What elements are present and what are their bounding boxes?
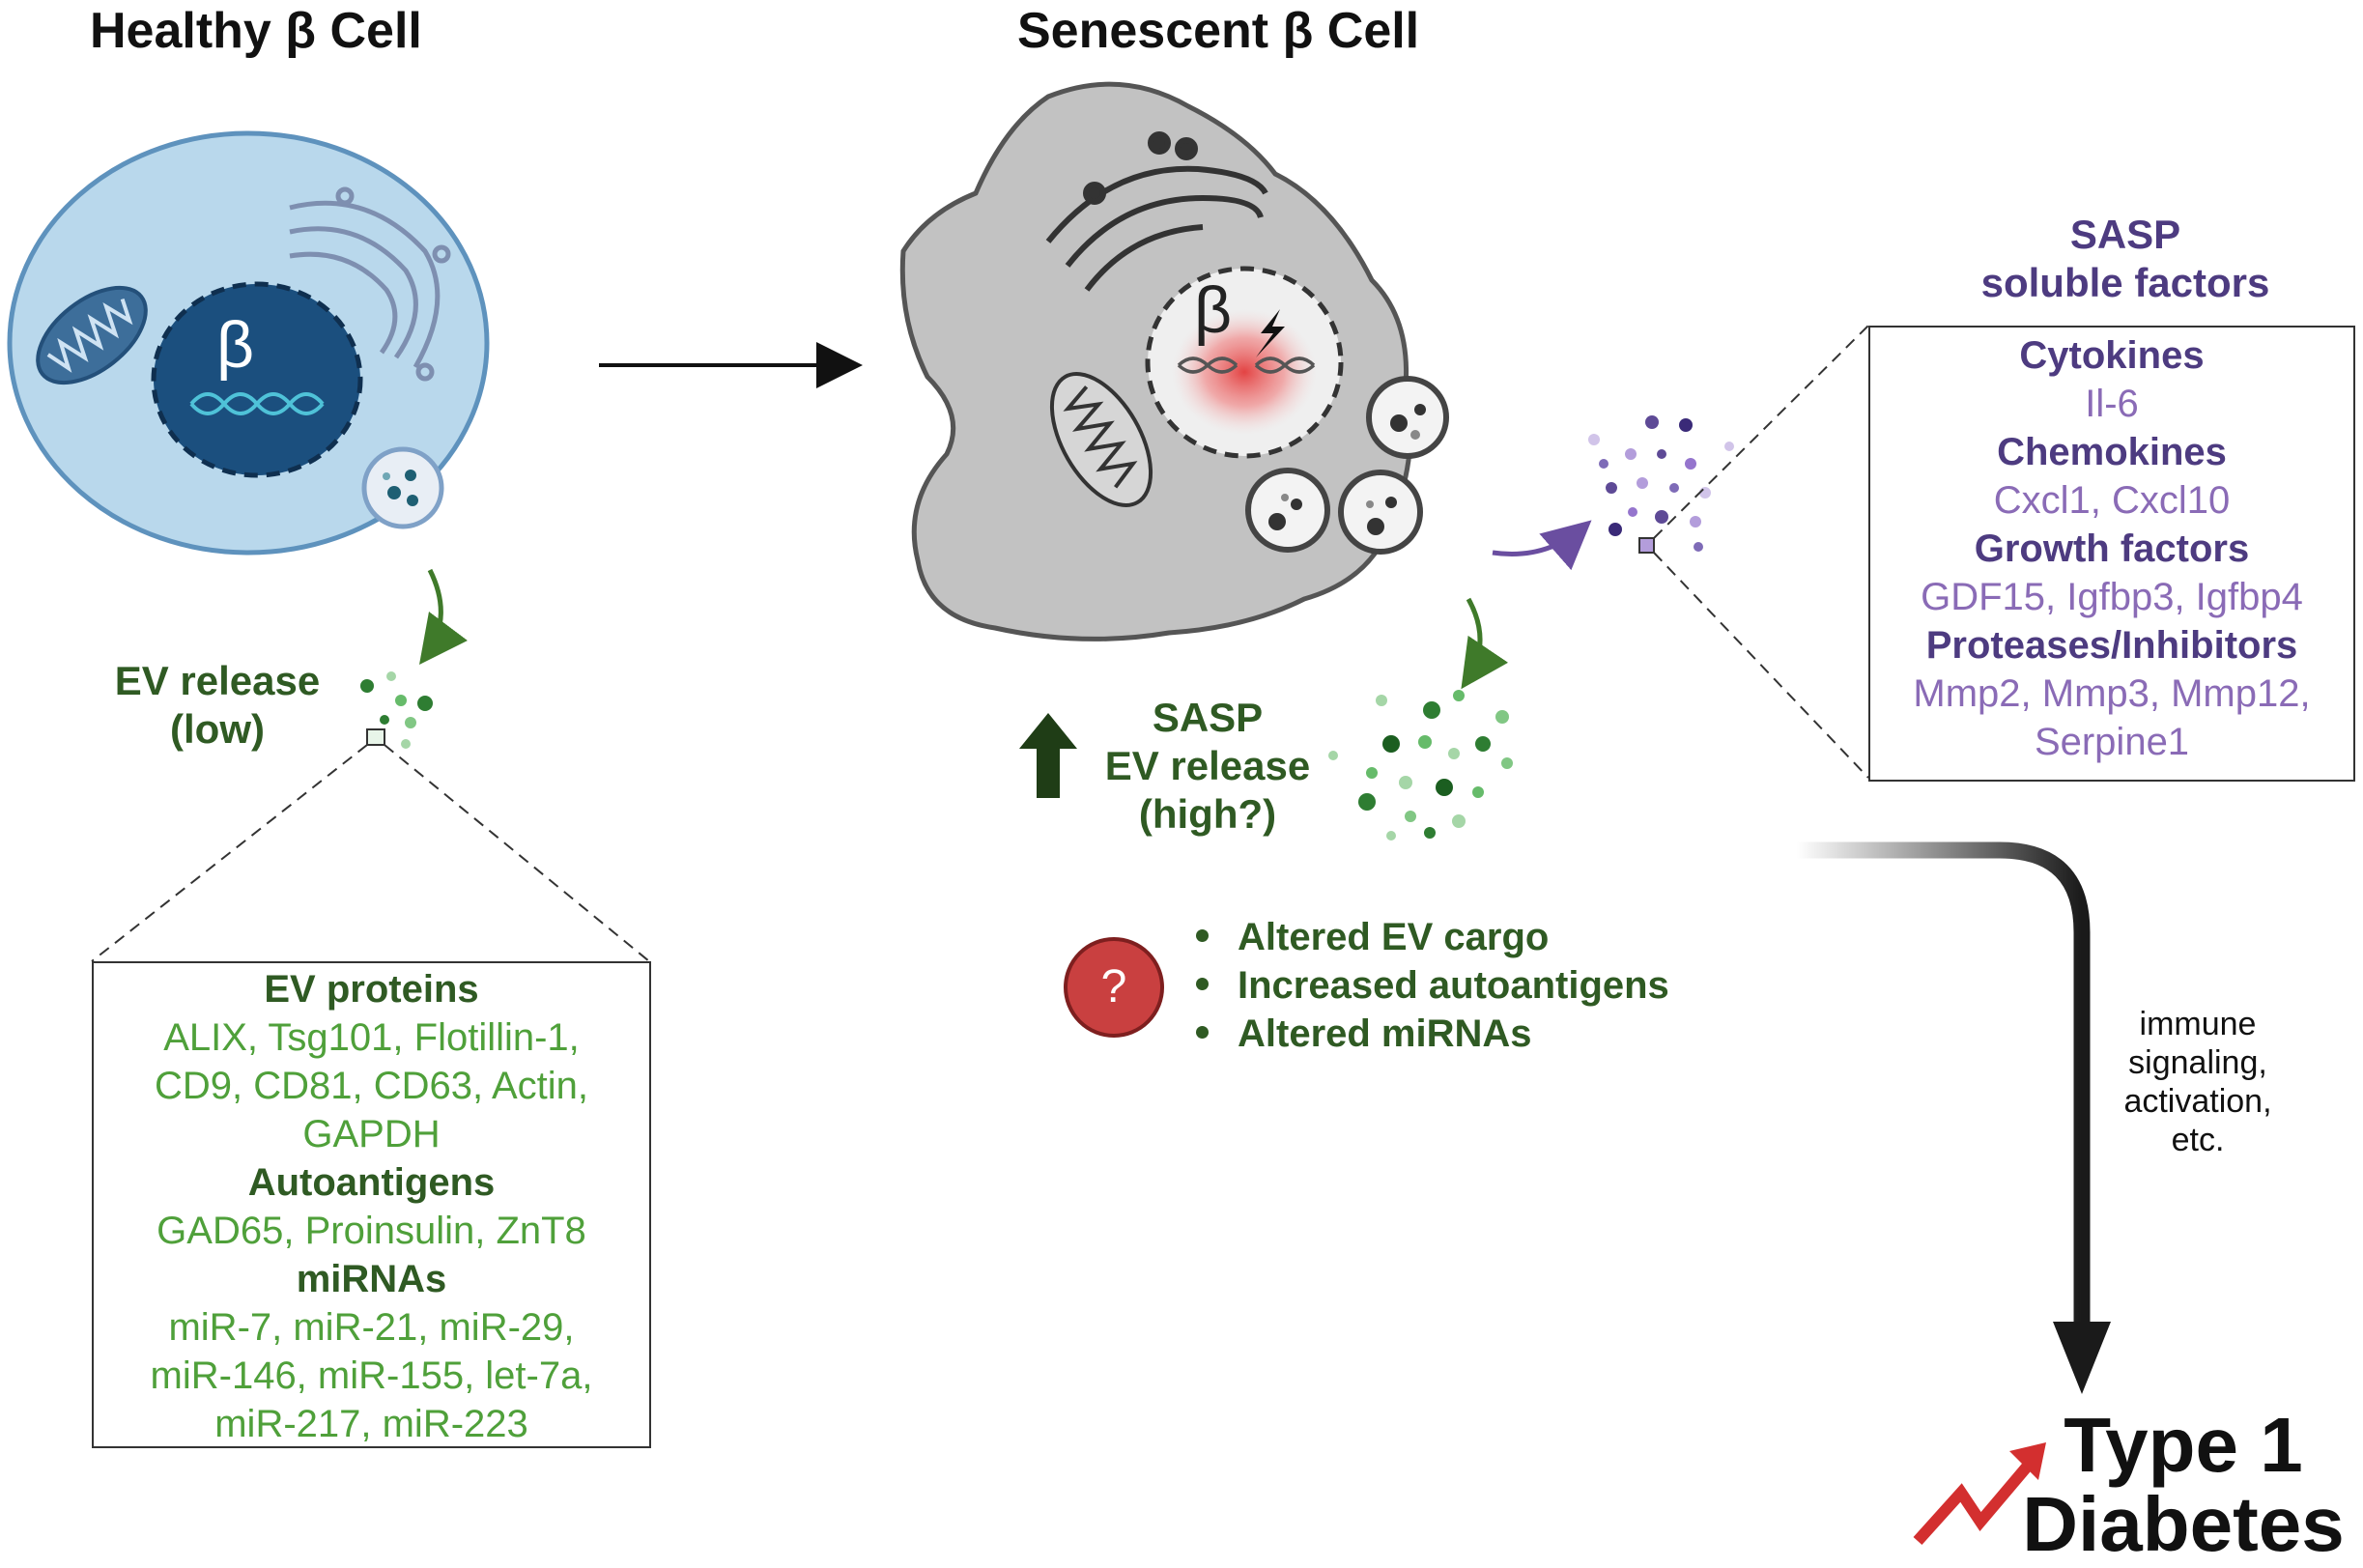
cytokines-heading: Cytokines bbox=[2019, 334, 2205, 377]
immune-line: immune bbox=[2139, 1006, 2257, 1042]
vesicle-icon bbox=[1366, 376, 1449, 459]
ev-particles-healthy bbox=[360, 671, 433, 749]
question-circle bbox=[1064, 937, 1164, 1038]
zoom-marker-sasp bbox=[1638, 537, 1655, 554]
senescent-beta-label: β bbox=[1194, 273, 1233, 347]
bullet-item: Altered EV cargo bbox=[1196, 913, 1669, 961]
proteases-line: Mmp2, Mmp3, Mmp12, bbox=[1913, 672, 2311, 715]
progression-arrow bbox=[1797, 841, 2091, 1324]
immune-line: etc. bbox=[2171, 1122, 2225, 1158]
autoantigens-line: GAD65, Proinsulin, ZnT8 bbox=[157, 1210, 586, 1252]
ev-proteins-line: ALIX, Tsg101, Flotillin-1, bbox=[163, 1016, 580, 1059]
sasp-title: SASP soluble factors bbox=[1922, 211, 2328, 307]
cytokines-line: Il-6 bbox=[2085, 383, 2139, 425]
chemokines-heading: Chemokines bbox=[1997, 431, 2227, 473]
zoom-line bbox=[91, 744, 368, 962]
zoom-line bbox=[1653, 325, 1869, 539]
mirnas-line: miR-7, miR-21, miR-29, bbox=[168, 1306, 575, 1349]
chemokines-line: Cxcl1, Cxcl10 bbox=[1993, 479, 2231, 522]
question-bullet-list: Altered EV cargo Increased autoantigens … bbox=[1196, 913, 1669, 1058]
increase-arrow-icon bbox=[1019, 713, 1077, 798]
vesicle-icon bbox=[361, 446, 444, 529]
vesicle-icon bbox=[1338, 470, 1423, 555]
healthy-cell bbox=[7, 130, 490, 556]
dna-icon bbox=[189, 392, 325, 415]
autoantigens-heading: Autoantigens bbox=[247, 1161, 496, 1204]
outcome-line1: Type 1 bbox=[2064, 1402, 2303, 1488]
senescent-cell bbox=[899, 81, 1449, 641]
progression-arrowhead bbox=[2053, 1322, 2111, 1394]
proteases-line: Serpine1 bbox=[2034, 721, 2190, 763]
proteases-heading: Proteases/Inhibitors bbox=[1925, 624, 2298, 667]
ev-release-high-line3: (high?) bbox=[1138, 791, 1277, 837]
question-mark: ? bbox=[1100, 961, 1127, 1012]
sasp-particles bbox=[1588, 415, 1734, 552]
bullet-item: Altered miRNAs bbox=[1196, 1010, 1669, 1058]
ev-release-high-label: SASP EV release (high?) bbox=[1082, 694, 1333, 839]
type1-diabetes-label: Type 1 Diabetes bbox=[2009, 1406, 2357, 1564]
ev-release-high-line2: EV release bbox=[1104, 743, 1311, 788]
ev-release-low-label: EV release (low) bbox=[92, 657, 343, 754]
mirnas-line: miR-146, miR-155, let-7a, bbox=[150, 1354, 593, 1397]
er-icon bbox=[1045, 131, 1268, 292]
ev-release-line2: (low) bbox=[170, 706, 265, 752]
healthy-cell-title: Healthy β Cell bbox=[90, 3, 422, 59]
ev-release-arrow-senescent bbox=[1461, 597, 1509, 690]
ev-particles-senescent bbox=[1328, 690, 1513, 841]
mirnas-heading: miRNAs bbox=[296, 1258, 447, 1300]
immune-line: signaling, bbox=[2128, 1044, 2267, 1081]
lightning-icon bbox=[1256, 309, 1285, 357]
sasp-title-line2: soluble factors bbox=[1980, 260, 2270, 305]
zoom-line bbox=[1653, 552, 1869, 779]
trend-up-icon bbox=[1913, 1442, 2046, 1546]
mitochondrion-icon bbox=[36, 285, 148, 385]
ev-release-line1: EV release bbox=[114, 658, 321, 703]
sasp-release-arrow bbox=[1492, 520, 1592, 571]
ev-proteins-heading: EV proteins bbox=[264, 968, 479, 1011]
ev-proteins-line: CD9, CD81, CD63, Actin, bbox=[154, 1065, 589, 1107]
mitochondrion-icon bbox=[1049, 372, 1153, 507]
ev-proteins-line: GAPDH bbox=[302, 1113, 441, 1155]
outcome-line2: Diabetes bbox=[2022, 1481, 2345, 1567]
immune-signaling-label: immune signaling, activation, etc. bbox=[2096, 1005, 2299, 1159]
mirnas-line: miR-217, miR-223 bbox=[214, 1403, 528, 1445]
ev-release-high-line1: SASP bbox=[1152, 695, 1264, 740]
ev-cargo-box: EV proteins ALIX, Tsg101, Flotillin-1, C… bbox=[92, 961, 651, 1448]
bullet-item: Increased autoantigens bbox=[1196, 961, 1669, 1010]
ev-release-arrow-healthy bbox=[419, 568, 468, 666]
zoom-line bbox=[384, 744, 650, 962]
golgi-icon bbox=[289, 186, 451, 382]
zoom-marker-healthy bbox=[366, 728, 385, 746]
growth-factors-heading: Growth factors bbox=[1974, 527, 2250, 570]
sasp-factors-box: Cytokines Il-6 Chemokines Cxcl1, Cxcl10 … bbox=[1868, 326, 2355, 782]
vesicle-icon bbox=[1245, 468, 1330, 553]
senescent-cell-title: Senescent β Cell bbox=[1017, 3, 1420, 59]
growth-factors-line: GDF15, Igfbp3, Igfbp4 bbox=[1921, 576, 2303, 618]
broken-dna-icon bbox=[1177, 356, 1316, 374]
healthy-beta-label: β bbox=[216, 308, 255, 382]
sasp-title-line1: SASP bbox=[2069, 212, 2181, 257]
immune-line: activation, bbox=[2123, 1083, 2272, 1120]
